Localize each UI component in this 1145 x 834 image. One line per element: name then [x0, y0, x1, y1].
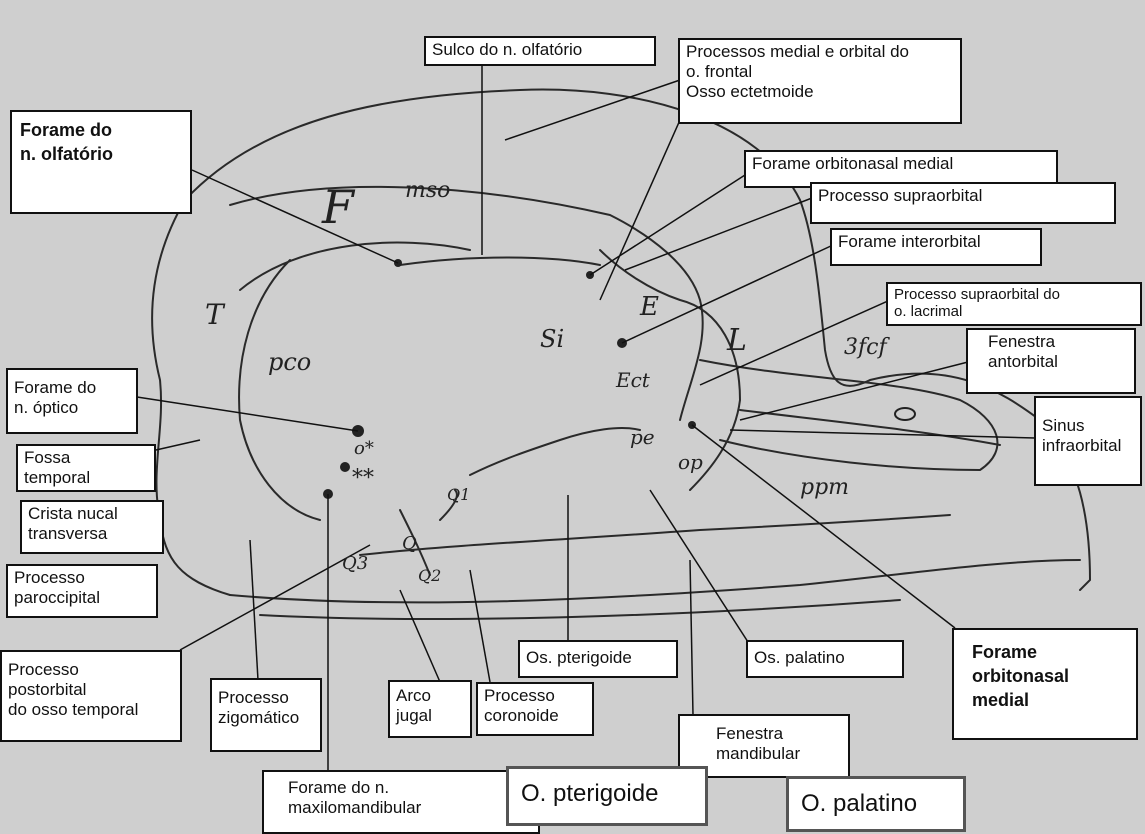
label-processo-paroccipital: Processo paroccipital — [6, 564, 158, 618]
label-processo-supraorbital: Processo supraorbital — [810, 182, 1116, 224]
foramen-2-dot — [340, 462, 350, 472]
label-sinus-infraorbital: Sinus infraorbital — [1034, 396, 1142, 486]
hand-F: F — [322, 180, 354, 234]
hand-mso: mso — [405, 178, 450, 203]
label-processo-zigomatico: Processo zigomático — [210, 678, 322, 752]
label-forame-interorbital: Forame interorbital — [830, 228, 1042, 266]
label-processo-supraorbital-lacrimal: Processo supraorbital do o. lacrimal — [886, 282, 1142, 326]
label-arco-jugal: Arco jugal — [388, 680, 472, 738]
label-os-pterigoide: Os. pterigoide — [518, 640, 678, 678]
label-os-palatino: Os. palatino — [746, 640, 904, 678]
leader-arco — [400, 590, 440, 682]
label-sulco-olfatorio: Sulco do n. olfatório — [424, 36, 656, 66]
label-fossa-temporal: Fossa temporal — [16, 444, 156, 492]
leader-processos-2 — [600, 120, 680, 300]
jugal-bar — [360, 515, 950, 555]
hand-E: E — [640, 292, 659, 322]
hand-pco: pco — [268, 348, 311, 376]
label-forame-maxilomandibular: Forame do n. maxilomandibular — [262, 770, 540, 834]
beak-lower — [740, 410, 1000, 445]
hand-L: L — [727, 323, 747, 358]
label-o-palatino: O. palatino — [786, 776, 966, 832]
leader-optico — [137, 397, 358, 431]
hand-q1: Q1 — [447, 485, 470, 504]
beak-nostril — [895, 408, 915, 420]
hand-q: Q — [402, 533, 417, 554]
hand-zfcf: 3fcf — [844, 335, 887, 360]
leader-fenestra-mand — [690, 560, 693, 715]
leader-coronoide — [470, 570, 490, 682]
label-forame-orbitonasal-medial-bottom: Forame orbitonasal medial — [952, 628, 1138, 740]
label-forame-olfatorio: Forame do n. olfatório — [10, 110, 192, 214]
leader-orbitonasal — [590, 175, 745, 275]
hand-si: Si — [540, 325, 564, 353]
hand-ect: Ect — [616, 368, 650, 392]
label-processo-postorbital: Processo postorbital do osso temporal — [0, 650, 182, 742]
leader-palatino — [650, 490, 748, 642]
hand-pe: pe — [630, 425, 655, 449]
mso-ridge — [400, 258, 600, 266]
hand-star2: ** — [352, 466, 374, 491]
label-processos-medial: Processos medial e orbital do o. frontal… — [678, 38, 962, 124]
leader-forame-olf — [192, 170, 398, 263]
hand-op: op — [678, 450, 703, 474]
pterygoid — [470, 428, 640, 475]
leader-sinus — [730, 430, 1035, 438]
hand-ppm: ppm — [800, 475, 849, 500]
label-crista-nucal: Crista nucal transversa — [20, 500, 164, 554]
hand-T: T — [205, 298, 224, 331]
hand-star1: o* — [354, 438, 374, 459]
label-processo-coronoide: Processo coronoide — [476, 682, 594, 736]
leader-orbitonasal-bot — [692, 425, 955, 628]
hand-q3: Q3 — [342, 553, 368, 574]
label-forame-optico: Forame do n. óptico — [6, 368, 138, 434]
mandible-lower — [260, 600, 900, 619]
label-fenestra-antorbital: Fenestra antorbital — [966, 328, 1136, 394]
hand-q2: Q2 — [418, 566, 441, 585]
label-o-pterigoide: O. pterigoide — [506, 766, 708, 826]
leader-fossa — [156, 440, 200, 450]
